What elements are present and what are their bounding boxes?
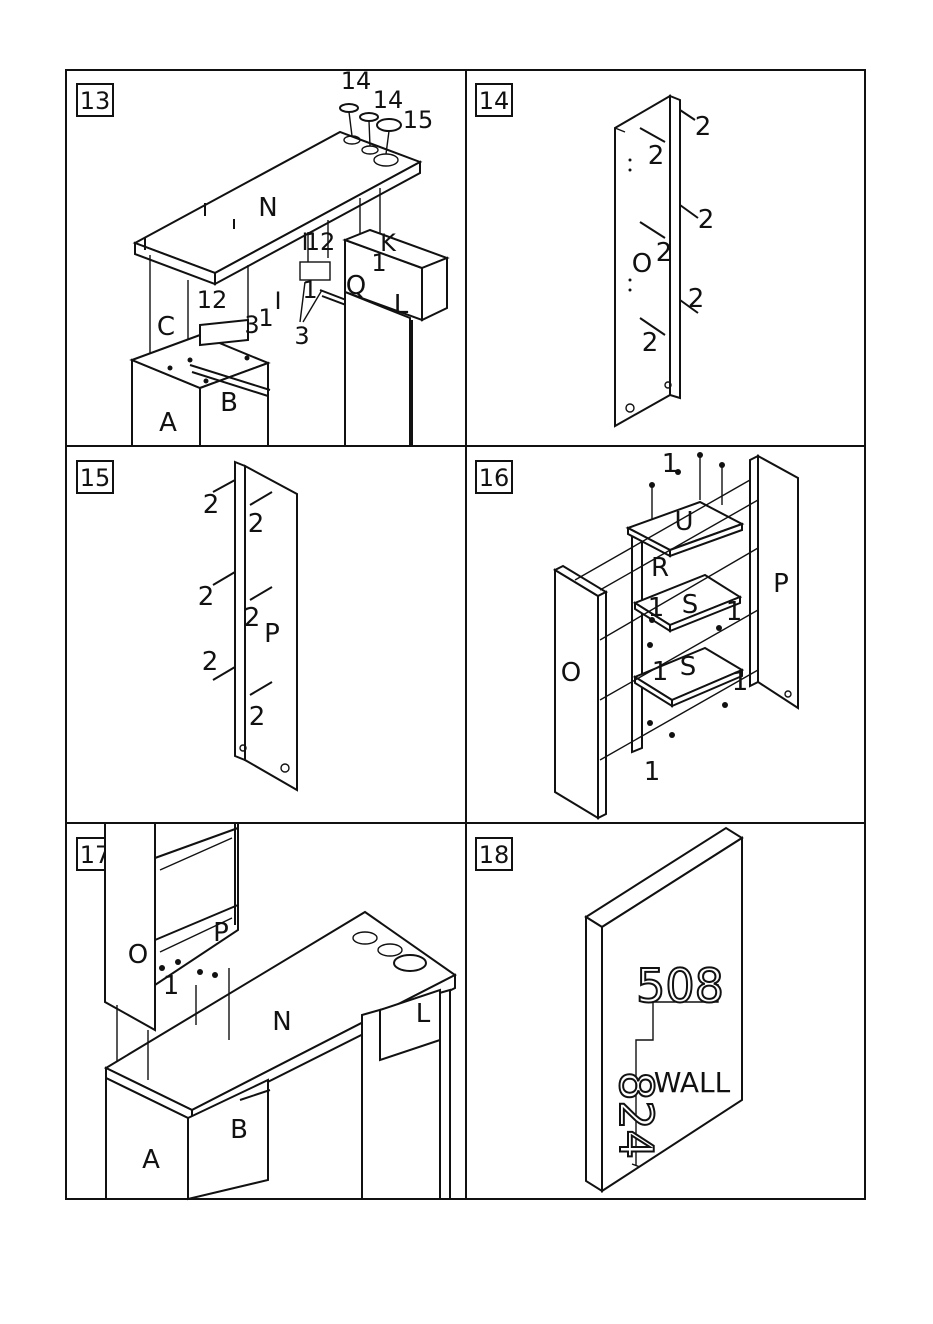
part-callout-2: 2	[642, 328, 659, 358]
part-callout-2: 2	[198, 582, 215, 612]
step-16-panel: 16	[476, 449, 798, 818]
step-14-panel: 14 2 2 2 2 2 2 O	[476, 84, 714, 426]
part-label-c: C	[157, 312, 175, 342]
side-panel-o	[555, 566, 606, 818]
part-label-s: S	[682, 590, 699, 620]
part-label-15: 15	[403, 106, 434, 134]
part-label-o: O	[128, 940, 148, 970]
part-callout-2: 2	[244, 603, 261, 633]
part-callout-12: 12	[305, 228, 336, 256]
part-callout-1: 1	[662, 449, 679, 479]
step-15-panel: 15 2 2 2 2 2 2 P	[77, 461, 297, 790]
part-callout-2: 2	[688, 284, 705, 314]
part-callout-2: 2	[656, 238, 673, 268]
step-18-panel: 18 508 824 WALL	[476, 828, 742, 1191]
part-callout-2: 2	[248, 509, 265, 539]
part-label-14: 14	[373, 86, 404, 114]
part-label-o: O	[632, 249, 652, 279]
part-callout-2: 2	[202, 647, 219, 677]
part-label-p: P	[264, 619, 280, 649]
part-label-o: O	[561, 658, 581, 688]
part-callout-1: 1	[726, 597, 743, 627]
part-label-r: R	[651, 553, 669, 583]
part-callout-2: 2	[698, 205, 715, 235]
step-number: 13	[80, 87, 111, 115]
step-number: 16	[479, 464, 510, 492]
step-number: 18	[479, 841, 510, 869]
step-13-panel: 13 14 14 15 N	[77, 67, 447, 446]
part-callout-1: 1	[163, 971, 180, 1001]
part-label-l: L	[416, 999, 431, 1029]
part-callout-2: 2	[648, 141, 665, 171]
part-label-a: A	[142, 1145, 160, 1175]
part-label-b: B	[230, 1115, 248, 1145]
part-callout-1: 1	[732, 667, 749, 697]
part-label-n: N	[258, 193, 277, 223]
part-callout-3: 3	[294, 322, 309, 350]
part-callout-1: 1	[371, 249, 386, 277]
step-number: 15	[80, 464, 111, 492]
part-label-u: U	[674, 507, 693, 537]
step-17-panel: 17	[77, 823, 455, 1199]
part-callout-2: 2	[203, 490, 220, 520]
part-label-i: I	[274, 287, 281, 315]
part-label-p: P	[773, 569, 789, 599]
part-callout-2: 2	[249, 702, 266, 732]
step-number: 14	[479, 87, 510, 115]
part-callout-3: 3	[244, 311, 259, 339]
measurement-508: 508	[636, 959, 724, 1013]
part-label-s: S	[680, 652, 697, 682]
part-callout-1: 1	[644, 757, 661, 787]
part-label-14: 14	[341, 67, 372, 95]
part-callout-1: 1	[652, 657, 669, 687]
part-callout-1: 1	[648, 593, 665, 623]
part-label-p: P	[213, 918, 229, 948]
part-callout-1: 1	[258, 304, 273, 332]
part-label-q: Q	[346, 271, 366, 301]
part-label-n: N	[272, 1007, 291, 1037]
wall-label: WALL	[654, 1066, 731, 1099]
part-label-a: A	[159, 408, 177, 438]
part-label-b: B	[220, 388, 238, 418]
part-label-l: L	[394, 290, 409, 320]
part-callout-12: 12	[197, 286, 228, 314]
back-panel-r	[632, 530, 642, 752]
part-callout-2: 2	[695, 112, 712, 142]
